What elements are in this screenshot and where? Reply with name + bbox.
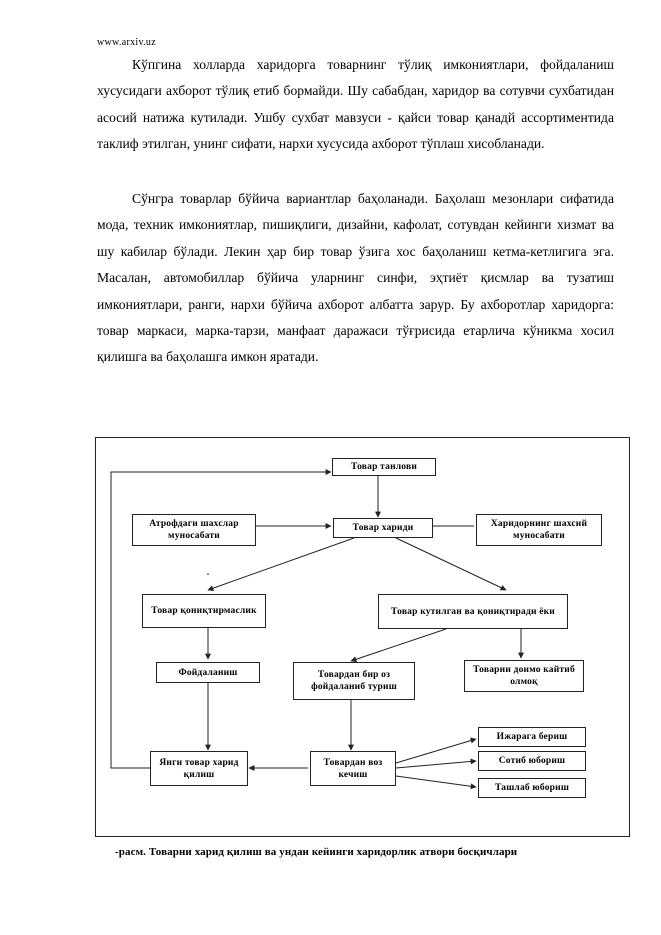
box-atrofdagi-shaxslar: Атрофдаги шахслар муносабати [132,514,256,546]
site-url[interactable]: www.arxiv.uz [97,37,156,48]
diagram-connectors [110,469,524,790]
box-tovardan-voz: Товардан воз кечиш [310,751,396,786]
box-haridorning-munosabati: Харидорнинг шахсий муносабати [476,514,602,546]
box-tovardan-biroz: Товардан бир оз фойдаланиб туриш [293,662,415,700]
box-foydalanish: Фойдаланиш [156,662,260,683]
purchase-flow-diagram: Товар танлови Атрофдаги шахслар муносаба… [95,437,630,837]
box-tovar-kutilgan: Товар кутилган ва қониқтиради ёки [378,594,568,629]
box-yangi-tovar: Янги товар харид қилиш [150,751,248,786]
paragraph-2: Сўнгра товарлар бўйича вариантлар баҳола… [97,191,614,365]
box-tovar-qoniqmaslik: Товар қониқтирмаслик [142,594,266,628]
box-ijaraga-berish: Ижарага бериш [478,727,586,747]
paragraph-1: Кўпгина холларда харидорга товарнинг тўл… [97,57,614,152]
box-tovar-haridi: Товар хариди [333,518,433,538]
box-tovar-tanlovi: Товар танлови [332,458,436,476]
figure-caption: -расм. Товарни харид қилиш ва ундан кейи… [115,846,518,858]
box-tashlab-yuborish: Ташлаб юбориш [478,778,586,798]
box-tovarni-doimo: Товарни доимо кайтиб олмоқ [464,660,584,692]
box-sotib-yuborish: Сотиб юбориш [478,751,586,771]
